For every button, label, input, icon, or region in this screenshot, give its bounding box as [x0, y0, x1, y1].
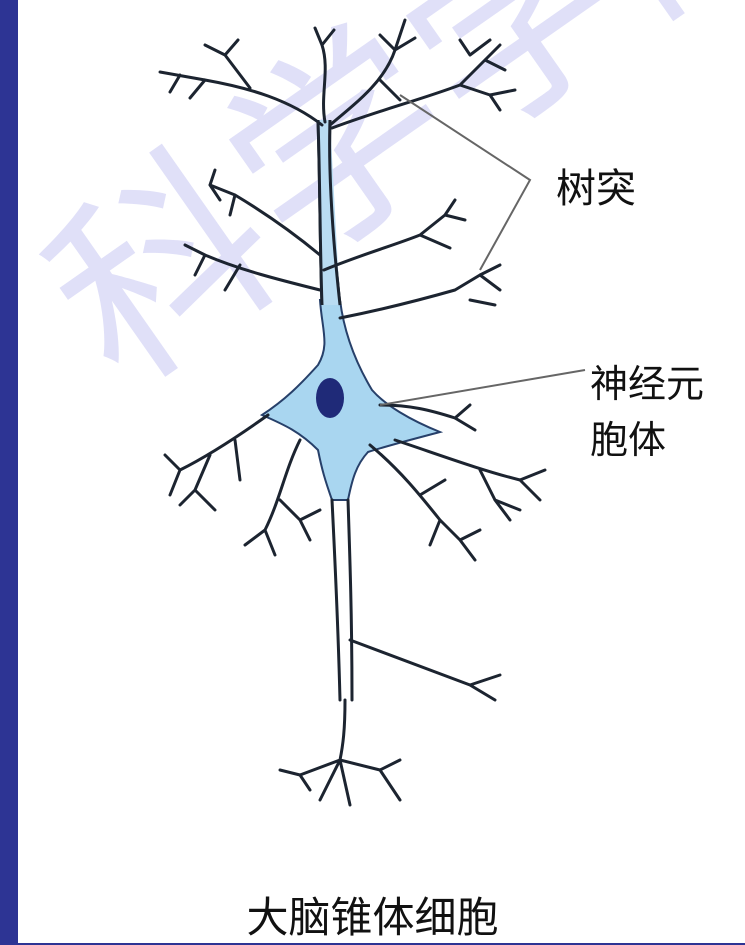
soma-label-line1: 神经元	[590, 353, 704, 408]
pointer-lines	[380, 95, 585, 405]
soma-pointer	[380, 370, 585, 405]
apical-tuft	[160, 20, 515, 128]
dendrite-pointer	[400, 95, 530, 270]
soma-label-line2: 胞体	[590, 409, 666, 464]
figure-caption: 大脑锥体细胞	[0, 884, 745, 945]
dendrite-label: 树突	[556, 156, 636, 214]
axon	[280, 500, 500, 805]
nucleus	[316, 378, 344, 418]
